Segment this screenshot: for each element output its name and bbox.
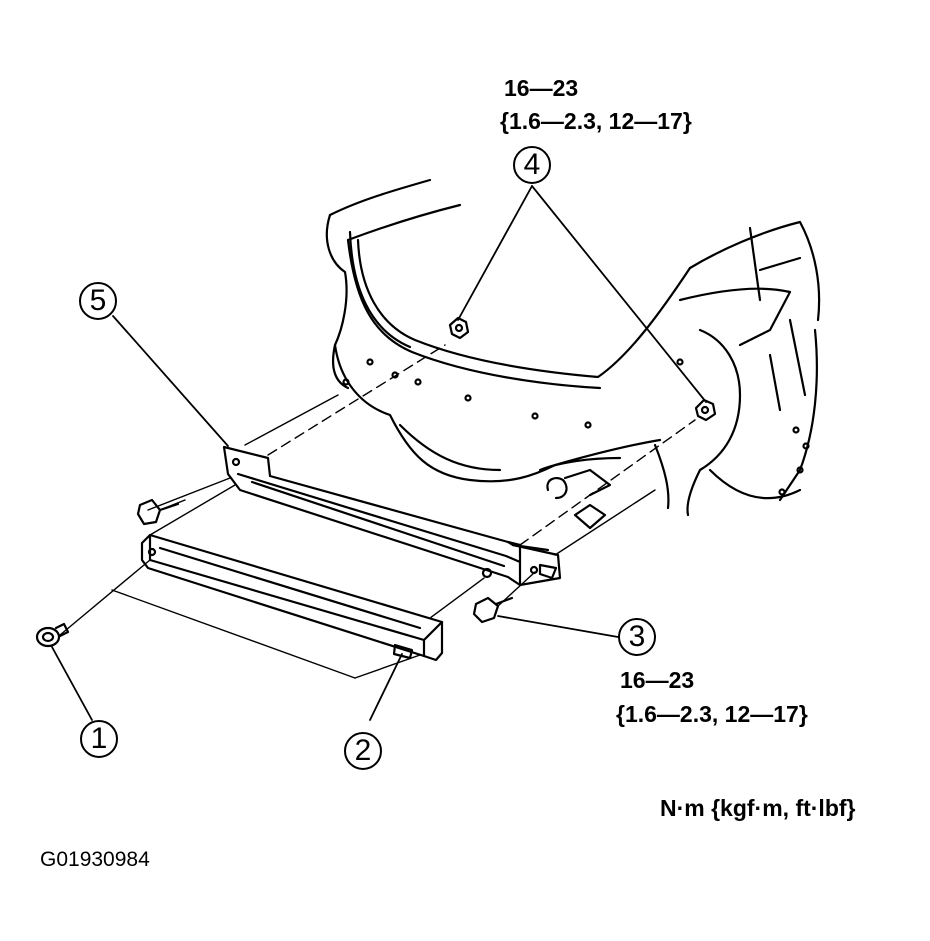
torque-spec-3-value: 16—23 <box>620 667 695 693</box>
callout-4: 4 <box>513 146 551 184</box>
nut-lower <box>694 398 717 422</box>
nut-upper <box>448 316 470 340</box>
callout-2: 2 <box>344 732 382 770</box>
callout-5: 5 <box>79 282 117 320</box>
torque-spec-4-value: 16—23 <box>504 75 579 101</box>
torque-spec-4-alt: {1.6—2.3, 12—17} <box>500 108 692 134</box>
bumper-reinforcement-upper <box>222 445 562 587</box>
torque-spec-3-alt: {1.6—2.3, 12—17} <box>616 701 808 727</box>
figure-code: G01930984 <box>40 848 150 871</box>
callout-3: 3 <box>618 618 656 656</box>
bolt-right <box>472 596 514 624</box>
leader-lines <box>51 185 707 721</box>
bolt-left <box>136 498 180 526</box>
callout-1: 1 <box>80 720 118 758</box>
assembly-center-lines <box>59 344 696 679</box>
vehicle-rear-body <box>325 178 821 530</box>
bumper-reinforcement-lower <box>140 533 493 662</box>
torque-units-label: N·m {kgf·m, ft·lbf} <box>660 795 856 821</box>
fastener-clip <box>35 622 70 648</box>
